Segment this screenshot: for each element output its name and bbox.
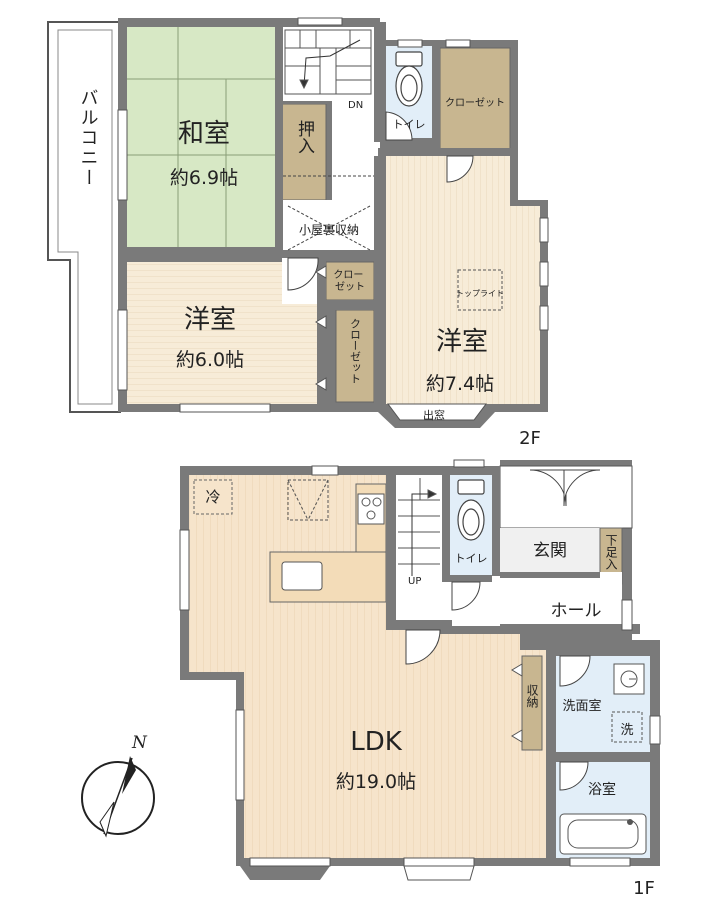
balcony (47, 21, 121, 413)
stairs-dn-label: DN (348, 100, 363, 111)
bathroom-label: 浴室 (588, 781, 616, 798)
washitsu-size: 約6.9帖 (170, 167, 238, 189)
bay-window-label: 出窓 (423, 408, 445, 422)
western-b-floor (386, 156, 540, 404)
entrance-label: 玄関 (533, 541, 567, 561)
hall-floor (395, 582, 622, 626)
fridge (193, 479, 233, 515)
closet-small-label: クロー ゼット (333, 269, 366, 293)
skylight (457, 269, 503, 311)
lower-floor (179, 265, 661, 881)
washitsu-floor (127, 27, 275, 247)
fridge-label: 冷 (205, 488, 220, 506)
lower-floor-label: 1F (633, 878, 655, 899)
bathtub-icon (559, 813, 647, 855)
washer-label: 洗 (620, 723, 633, 738)
toilet-icon (457, 479, 485, 541)
oshiire-label: 押入 (294, 120, 315, 154)
genkan-floor (500, 528, 600, 572)
sink (281, 561, 323, 591)
closet-top-label: クローゼット (445, 97, 505, 109)
compass-needle-icon (122, 756, 136, 794)
toilet-icon (395, 51, 423, 107)
closet-tall (335, 309, 375, 403)
toilet-2f-label: トイレ (393, 118, 426, 131)
upper-floor-label: 2F (519, 428, 541, 449)
compass (81, 756, 155, 838)
ldk-size: 約19.0帖 (336, 771, 416, 793)
closet-top-right (439, 47, 511, 151)
hall-label: ホール (551, 601, 602, 621)
ldk-label: LDK (350, 727, 403, 757)
upper-stairs (284, 29, 372, 95)
closet-small-text-line: ゼット (335, 281, 365, 293)
storage-1f (521, 655, 543, 751)
balcony-label: バルコニー (78, 88, 99, 188)
upper-floor (47, 17, 549, 428)
washbasin-icon (613, 663, 645, 695)
storage-label: 収納 (525, 684, 539, 708)
stairs-up-label: UP (408, 576, 421, 587)
attic-label: 小屋裏収納 (299, 222, 359, 237)
western-b-size: 約7.4帖 (426, 373, 494, 395)
closet-small-text: クロー (333, 269, 363, 281)
oshiire (281, 103, 327, 201)
washitsu-label: 和室 (178, 119, 230, 149)
shoe-storage-label: 下足入 (604, 534, 618, 570)
closet-tall-label: クローゼット (349, 318, 362, 384)
western-b-label: 洋室 (436, 327, 488, 357)
washroom-label: 洗面室 (562, 698, 601, 714)
skylight-label: トップライト (456, 289, 504, 298)
washing-machine (611, 711, 643, 743)
compass-north-label: N (131, 733, 148, 753)
western-a-size: 約6.0帖 (176, 349, 244, 371)
lower-stairs (398, 478, 440, 576)
toilet-1f-label: トイレ (455, 552, 488, 565)
closet-small (325, 261, 375, 301)
western-a-label: 洋室 (184, 305, 236, 335)
